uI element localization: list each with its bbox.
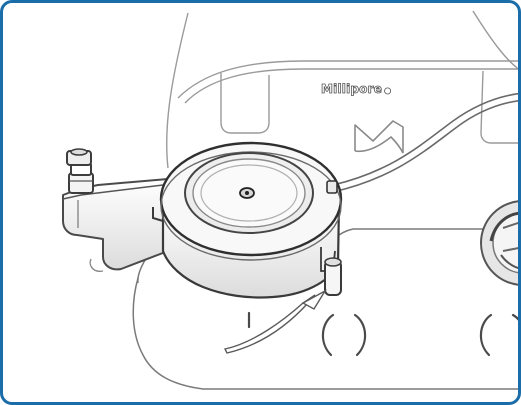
brand-symbol: ● bbox=[384, 86, 391, 95]
brand-name: Millipore bbox=[321, 82, 382, 96]
filter-holder bbox=[153, 143, 341, 298]
instrument-illustration bbox=[3, 3, 521, 405]
rotation-arrow-icon bbox=[225, 291, 325, 353]
lock-post bbox=[325, 258, 341, 295]
right-fitting bbox=[481, 201, 521, 285]
brand-label: Millipore● bbox=[321, 82, 391, 96]
millipore-m-logo-icon bbox=[355, 121, 403, 153]
